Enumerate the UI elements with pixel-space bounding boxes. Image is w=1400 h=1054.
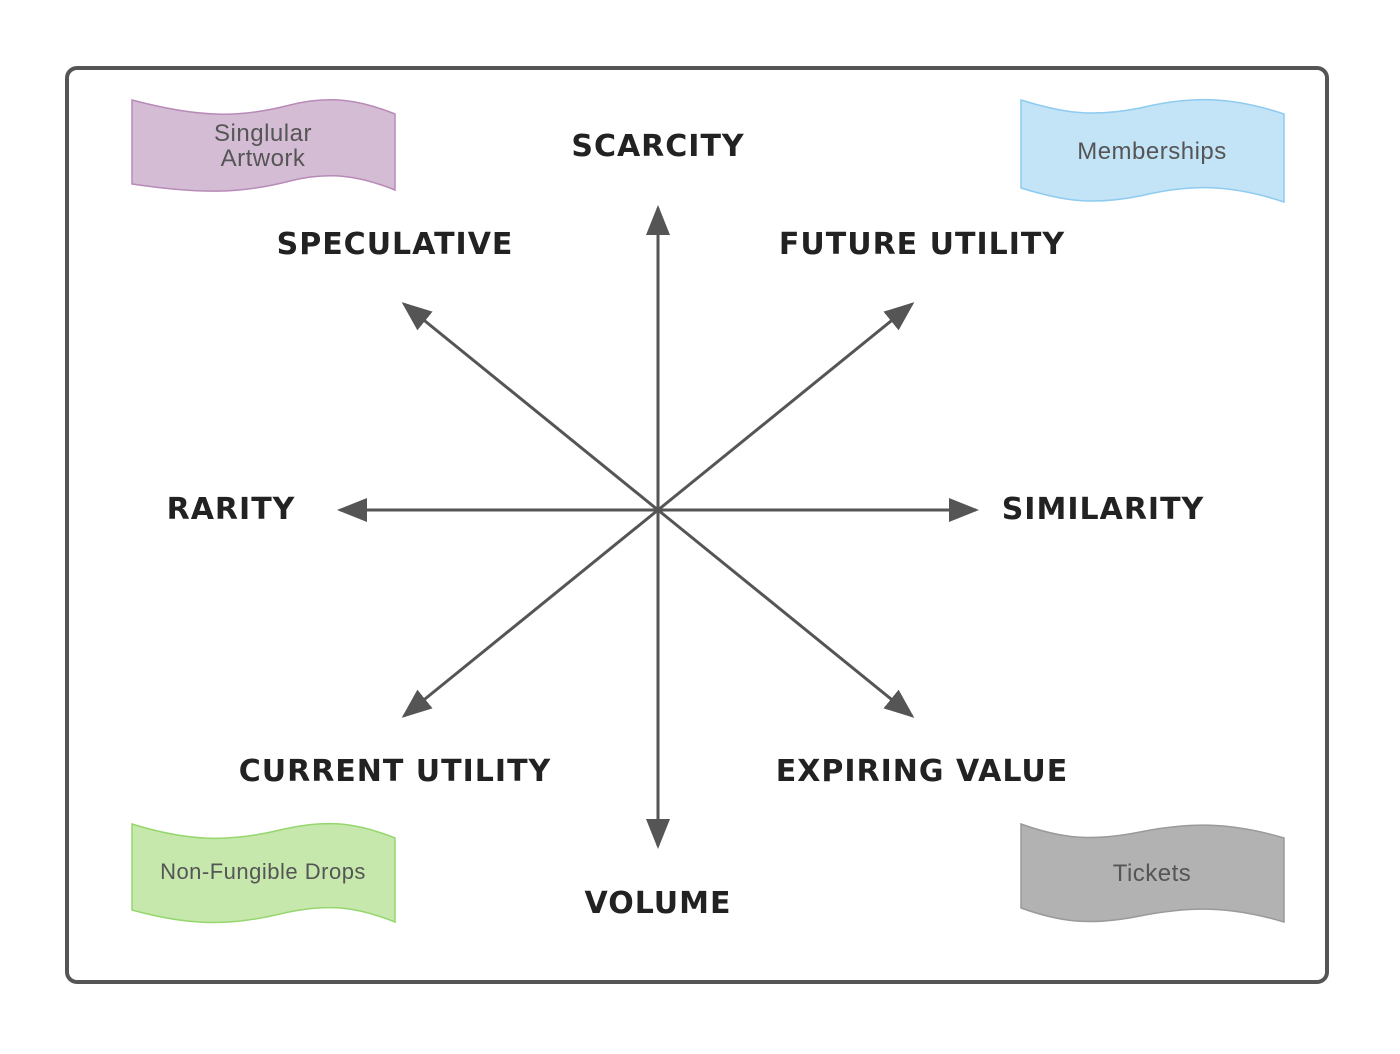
banner-shape bbox=[1020, 98, 1285, 204]
banner-tickets: Tickets bbox=[1020, 822, 1285, 924]
banner-text: Tickets bbox=[1113, 860, 1192, 887]
label-speculative: SPECULATIVE bbox=[277, 227, 514, 262]
label-volume: VOLUME bbox=[585, 886, 732, 921]
banner-shape bbox=[131, 99, 396, 192]
banner-text: Non-Fungible Drops bbox=[160, 859, 366, 884]
arrow-speculative bbox=[401, 302, 659, 512]
banner-non-fungible-drops: Non-Fungible Drops bbox=[131, 822, 396, 924]
banner-shape bbox=[1020, 822, 1285, 924]
label-rarity: RARITY bbox=[167, 492, 296, 527]
arrow-future-utility bbox=[657, 302, 915, 512]
label-similarity: SIMILARITY bbox=[1002, 492, 1205, 527]
label-current-utility: CURRENT UTILITY bbox=[239, 754, 552, 789]
banner-text: Memberships bbox=[1077, 138, 1227, 165]
label-expiring-value: EXPIRING VALUE bbox=[776, 754, 1069, 789]
banner-shape bbox=[131, 822, 396, 924]
arrow-current-utility bbox=[401, 508, 659, 718]
banner-text-line2: Artwork bbox=[221, 145, 306, 172]
label-future-utility: FUTURE UTILITY bbox=[779, 227, 1065, 262]
banner-text-line1: Singlular bbox=[214, 120, 312, 147]
banner-singular-artwork: Singlular Artwork bbox=[131, 99, 396, 192]
label-scarcity: SCARCITY bbox=[571, 129, 745, 164]
arrow-expiring-value bbox=[657, 508, 915, 718]
arrows bbox=[337, 205, 979, 849]
banner-memberships: Memberships bbox=[1020, 98, 1285, 204]
